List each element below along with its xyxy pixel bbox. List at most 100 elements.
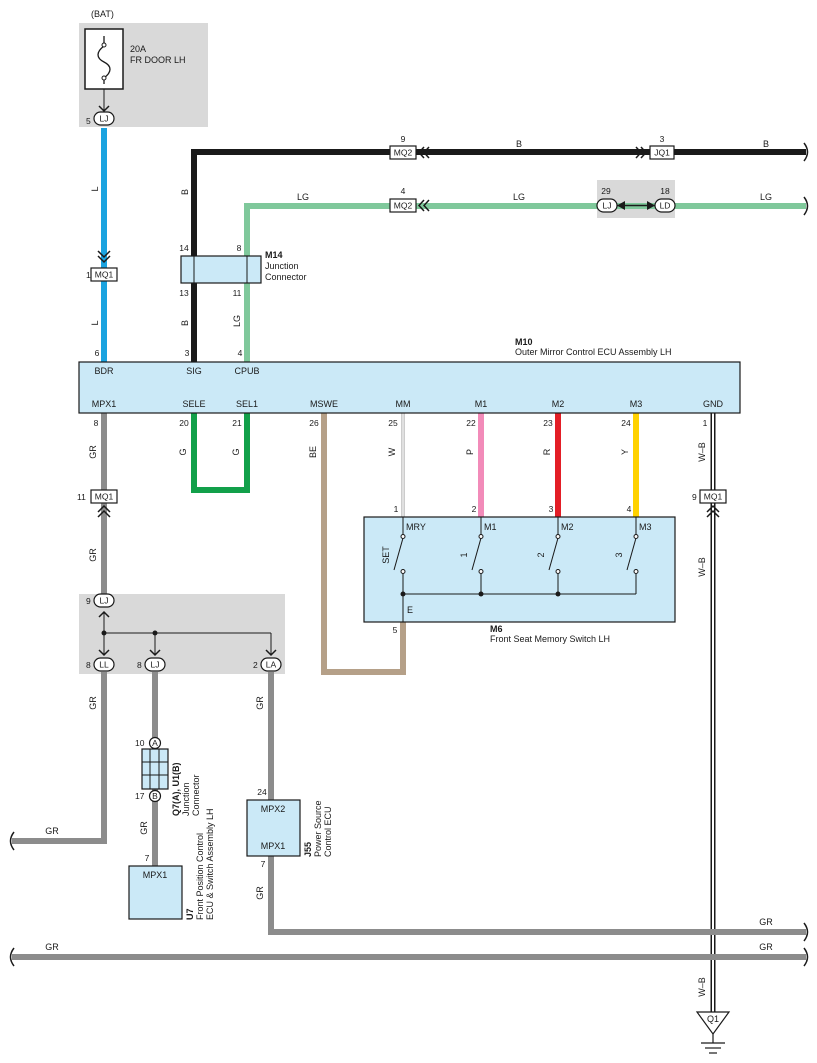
wire-gr-j55 [268,856,806,935]
m10-bot-pin-mswe: 26 [309,418,319,428]
jb-out-ll-pin: 8 [86,660,91,670]
j55-box [246,799,301,857]
m6-switch-2: 2 [536,552,546,557]
m14-wire-b-upper: B [180,189,190,195]
ld-pin: 18 [660,186,670,196]
m14-pin-bl: 13 [179,288,189,298]
fuse-icon [97,36,111,84]
m10-term-sel1: SEL1 [236,399,258,409]
jq1-chevron [635,146,648,159]
j55-terminal-top: MPX2 [261,804,286,814]
q7-name-line1: Junction [181,782,191,816]
m10-name: Outer Mirror Control ECU Assembly LH [515,347,672,357]
q7-a-pin: 10 [135,738,145,748]
wire-b-mid-label: B [516,139,522,149]
u7-code: U7 [185,908,195,920]
wire-lg-left-label: LG [297,192,309,202]
m10-box [78,361,741,414]
m6-label-m1: M1 [484,522,497,532]
m14-wire-b-lower: B [180,320,190,326]
wire-break-bus-left [9,947,15,967]
m6-ground-label: E [407,605,413,615]
m10-bot-pin-m3: 24 [621,418,631,428]
m10-bot-pin-sel1: 21 [232,418,242,428]
j55-code: J55 [303,842,313,857]
wire-break-lg [803,196,809,216]
fuse-name: FR DOOR LH [130,55,186,65]
label-left-gr: GR [45,826,59,836]
u7-box [128,865,183,920]
lj-ld-arrow-left [617,201,625,210]
wire-label-be: BE [308,446,318,458]
m10-term-cpub: CPUB [234,366,259,376]
m6-switch-circuit [393,517,637,622]
m6-ground-pin: 5 [393,625,398,635]
wire-label-r: R [542,448,552,455]
lj-ld-arrow-right [647,201,655,210]
m10-bot-pin-m1: 22 [466,418,476,428]
m14-wire-lg-lower: LG [232,315,242,327]
jb-out-ll-label: LL [99,660,109,670]
mq2-upper-pin: 9 [401,134,406,144]
fuse-rating: 20A [130,44,146,54]
jq1-label: JQ1 [654,148,670,158]
m14-box [180,255,262,284]
ground-icon [701,1034,725,1054]
wire-break-ll [9,831,15,851]
q7-name-line2: Connector [191,774,201,816]
wire-b [191,149,806,362]
m10-top-pin-bdr: 6 [95,348,100,358]
label-j55-gr-right: GR [759,917,773,927]
jb-out-ll-connector [93,657,115,672]
j55-terminal-bottom: MPX1 [261,841,286,851]
mq1-upper-wire-below: L [90,320,100,325]
q7-b-label: B [152,791,158,801]
ld-label: LD [660,201,671,211]
jb-out-la-label: LA [266,660,277,670]
m14-name-line2: Connector [265,272,307,282]
m14-pin-tl: 14 [179,243,189,253]
m10-term-gnd: GND [703,399,724,409]
m6-label-mry: MRY [406,522,426,532]
m10-term-m3: M3 [630,399,643,409]
fuse-lj-chevron [98,105,110,113]
wire-break-b [803,142,809,162]
mq2-upper-chevron [417,146,430,159]
jb-out-la-pin: 2 [253,660,258,670]
jq1-pin: 3 [660,134,665,144]
wire-b-right-label: B [763,139,769,149]
m10-top-pin-cpub: 4 [238,348,243,358]
m10-bot-pin-mm: 25 [388,418,398,428]
m6-switch-1: 1 [459,552,469,557]
m6-code: M6 [490,624,503,634]
ground-triangle [695,1011,731,1036]
mq2-lower-connector [389,198,417,213]
j55-name-line2: Control ECU [323,806,333,857]
m6-switch-contacts [400,534,639,574]
wire-label-w: W [387,447,397,456]
mq1-left-label: MQ1 [95,492,114,502]
m6-junction-dots [400,591,561,597]
mq1-right-label: MQ1 [704,492,723,502]
j55-caption: J55 Power Source Control ECU [303,800,333,857]
m14-pin-tr: 8 [237,243,242,253]
m10-term-mpx1: MPX1 [92,399,117,409]
mq1-upper-label: MQ1 [95,270,114,280]
q7-b-marker [148,789,162,803]
jb-in-connector [93,593,115,608]
m10-term-mm: MM [396,399,411,409]
m6-name: Front Seat Memory Switch LH [490,634,610,644]
u7-name-line1: Front Position Control [195,833,205,920]
u7-pin: 7 [145,853,150,863]
jb-out-chevrons [98,649,277,657]
m6-label-m3: M3 [639,522,652,532]
mq1-upper-pin: 1 [86,270,91,280]
fuse-lj-label: LJ [100,114,109,124]
jb-in-label: LJ [100,596,109,606]
mq1-upper-connector [90,267,118,282]
q7-caption: Q7(A), U1(B) Junction Connector [171,762,201,816]
lj-label: LJ [603,201,612,211]
m6-top-pin-4: 4 [627,504,632,514]
m10-term-bdr: BDR [94,366,114,376]
